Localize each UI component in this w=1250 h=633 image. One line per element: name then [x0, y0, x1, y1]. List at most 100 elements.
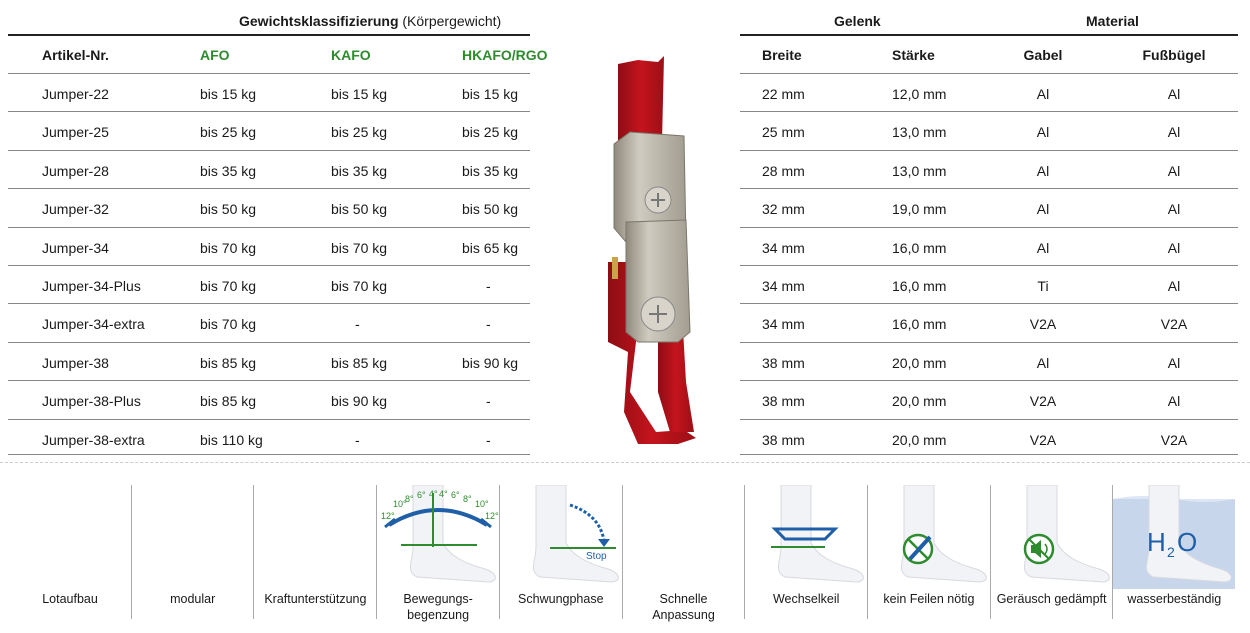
cell-article: Jumper-22 [42, 86, 109, 102]
cell-hkafo: - [486, 431, 491, 448]
cell-article: Jumper-32 [42, 201, 109, 218]
col-width: Breite [762, 47, 802, 63]
row-rule [740, 149, 1238, 151]
svg-text:Stop: Stop [586, 551, 607, 562]
row-rule [8, 111, 530, 113]
svg-text:12°: 12° [381, 511, 395, 521]
cell-stirrup: Al [1167, 86, 1181, 102]
cell-width: 34 mm [762, 278, 805, 294]
svg-text:10°: 10° [475, 499, 489, 509]
svg-text:12°: 12° [485, 511, 499, 521]
row-rule [740, 188, 1238, 190]
cell-afo: bis 50 kg [200, 201, 257, 218]
feature-text: Kraftunterstützung [253, 485, 376, 619]
row-rule [740, 111, 1238, 113]
table-bottom-rule [740, 454, 1238, 455]
cell-hkafo: bis 35 kg [462, 162, 519, 179]
cell-afo: bis 70 kg [200, 239, 257, 256]
cell-hkafo: bis 50 kg [462, 201, 519, 218]
row-rule [8, 303, 530, 305]
svg-text:4°: 4° [429, 489, 438, 499]
cell-fork: Ti [1037, 278, 1049, 294]
row-rule [8, 418, 530, 420]
cell-hkafo: bis 90 kg [462, 354, 519, 371]
feature-divider [498, 485, 500, 619]
cell-fork: Al [1036, 124, 1050, 141]
feature-label: Kraftunterstützung [264, 592, 367, 606]
cell-stirrup: Al [1167, 201, 1181, 218]
cell-fork: Al [1036, 162, 1050, 179]
feature-text: Lotaufbau [9, 485, 131, 619]
feature-foot-water: H 2 O wasserbeständig [1112, 485, 1236, 619]
cell-kafo: - [355, 431, 360, 448]
feature-text: Schnelle Anpassung [621, 485, 745, 622]
col-afo: AFO [200, 47, 230, 63]
cell-thickness: 16,0 mm [892, 316, 947, 333]
cell-thickness: 13,0 mm [892, 162, 947, 179]
joint-product-image [608, 56, 696, 444]
feature-divider [376, 485, 378, 619]
cell-stirrup: Al [1167, 393, 1181, 410]
cell-fork: V2A [1029, 393, 1057, 410]
cell-fork: Al [1036, 354, 1050, 371]
cell-thickness: 20,0 mm [892, 393, 947, 410]
right-table-top-rule [740, 34, 1238, 36]
col-hkafo: HKAFO/RGO [462, 47, 548, 63]
feature-foot-wedge: Wechselkeil [744, 485, 867, 619]
feature-label: Lotaufbau [42, 592, 98, 606]
col-fork: Gabel [1023, 47, 1063, 63]
cell-fork: Al [1036, 201, 1050, 218]
row-rule [8, 188, 530, 190]
cell-afo: bis 85 kg [200, 393, 257, 410]
cell-fork: Al [1036, 239, 1050, 256]
col-thickness: Stärke [892, 47, 935, 63]
cell-width: 34 mm [762, 239, 805, 256]
svg-text:6°: 6° [451, 490, 460, 500]
table-bottom-rule [8, 454, 530, 455]
cell-thickness: 12,0 mm [892, 86, 947, 102]
cell-thickness: 16,0 mm [892, 239, 947, 256]
cell-kafo: - [355, 316, 360, 333]
cell-stirrup: Al [1167, 278, 1181, 294]
weight-title-rest: (Körpergewicht) [398, 13, 502, 29]
material-title: Material [1086, 13, 1139, 29]
feature-label: modular [170, 592, 216, 606]
cell-afo: bis 70 kg [200, 316, 257, 333]
cell-afo: bis 85 kg [200, 354, 257, 371]
cell-article: Jumper-38-Plus [42, 393, 141, 410]
feature-divider [989, 485, 991, 619]
cell-width: 38 mm [762, 393, 805, 410]
feature-foot-no-file: kein Feilen nötig [866, 485, 990, 619]
cell-article: Jumper-34-Plus [42, 278, 141, 294]
cell-stirrup: Al [1167, 124, 1181, 141]
cell-fork: V2A [1029, 431, 1057, 448]
cell-afo: bis 110 kg [200, 431, 263, 448]
cell-article: Jumper-28 [42, 162, 109, 179]
row-rule [740, 418, 1238, 420]
col-kafo: KAFO [331, 47, 371, 63]
feature-foot-angle: 12°10°8°6°4°4°6°8°10°12° Bewegungs- bege… [376, 485, 499, 622]
feature-divider [253, 485, 255, 619]
feature-text: modular [130, 485, 254, 619]
col-article: Artikel-Nr. [42, 47, 109, 63]
feature-divider [130, 485, 132, 619]
section-separator [0, 462, 1250, 463]
svg-text:4°: 4° [439, 489, 448, 499]
feature-label: Geräusch gedämpft [996, 592, 1107, 606]
col-stirrup: Fußbügel [1142, 47, 1206, 63]
cell-stirrup: Al [1167, 239, 1181, 256]
row-rule [740, 380, 1238, 382]
row-rule [8, 73, 530, 74]
svg-text:O: O [1177, 527, 1197, 557]
feature-label: Bewegungs- begenzung [403, 592, 473, 622]
feature-divider [866, 485, 868, 619]
cell-kafo: bis 50 kg [331, 201, 388, 218]
left-table-top-rule [8, 34, 530, 36]
cell-stirrup: Al [1167, 162, 1181, 179]
weight-classification-title: Gewichtsklassifizierung (Körpergewicht) [239, 13, 501, 29]
cell-article: Jumper-25 [42, 124, 109, 141]
cell-thickness: 20,0 mm [892, 431, 947, 448]
cell-article: Jumper-34 [42, 239, 109, 256]
cell-kafo: bis 25 kg [331, 124, 388, 141]
cell-hkafo: - [486, 278, 491, 294]
